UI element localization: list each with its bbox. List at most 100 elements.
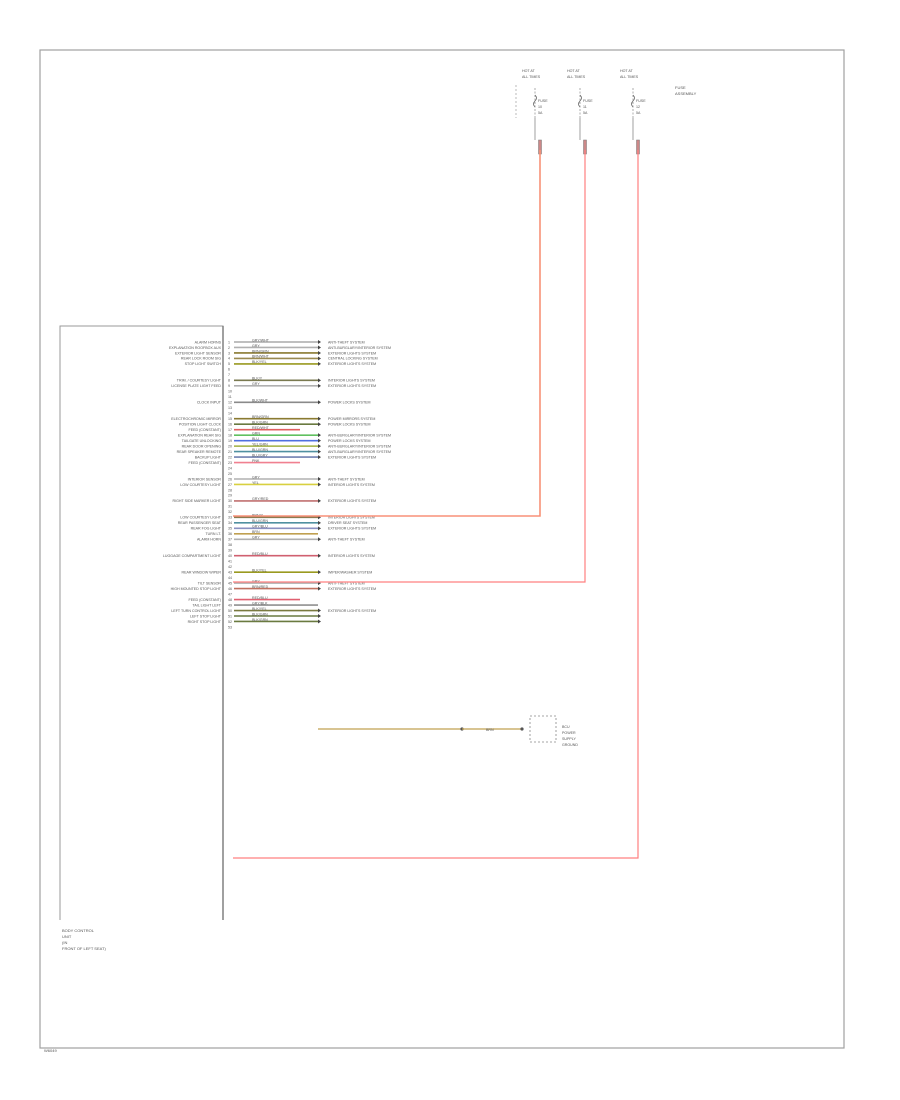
wire-color-label: BRN/GRN	[252, 349, 269, 353]
wire-color-label: BLK/WHT	[252, 399, 269, 403]
pin-number: 35	[228, 527, 232, 531]
fuse-label: FUSE	[636, 99, 646, 103]
pin-6: 6	[228, 368, 230, 372]
arrow-icon	[318, 619, 321, 624]
destination-label: ANTI-THEFT SYSTEM	[328, 538, 365, 542]
pin-number: 13	[228, 406, 232, 410]
pin-function-label: TURN LT.	[205, 532, 221, 536]
arrow-icon	[318, 608, 321, 613]
wire-color-label: BRN/GRN	[252, 415, 269, 419]
pin-number: 18	[228, 433, 232, 437]
pin-number: 50	[228, 609, 232, 613]
destination-label: DRIVER SEAT SYSTEM	[328, 521, 367, 525]
pin-number: 16	[228, 423, 232, 427]
pin-function-label: FEED (CONSTANT)	[189, 598, 221, 602]
pin-function-label: LUGGAGE COMPARTMENT LIGHT	[163, 554, 222, 558]
pin-function-label: LEFT TURN CONTROL LIGHT	[171, 609, 221, 613]
pin-7: 7	[228, 373, 230, 377]
fuse-icon	[533, 94, 537, 108]
module-label-2: UNIT	[62, 934, 72, 939]
arrow-icon	[318, 614, 321, 618]
fuse-amps: 5A	[636, 111, 641, 115]
feed-wires	[233, 150, 639, 859]
pin-function-label: STOP LIGHT SWITCH	[185, 362, 222, 366]
module-label-1: BODY CONTROL	[62, 928, 95, 933]
fuse-amps: 5A	[583, 111, 588, 115]
pin-39: 39	[228, 549, 232, 553]
destination-label: CENTRAL LOCKING SYSTEM	[328, 357, 378, 361]
destination-label: INTERIOR LIGHTS SYSTEM	[328, 483, 375, 487]
arrow-icon	[318, 537, 321, 542]
ground-circuit: BRN BCU POWER SUPPLY GROUND	[318, 715, 578, 747]
wire-color-label: BLK/YEL	[252, 607, 267, 611]
pin-number: 40	[228, 554, 232, 558]
destination-label: ANTI-BURGLARY/INTERIOR SYSTEM	[328, 450, 391, 454]
pin-function-label: REAR DOOR OPENING	[182, 444, 222, 448]
destination-label: ANTI-THEFT SYSTEM	[328, 477, 365, 481]
destination-label: POWER LOCKS SYSTEM	[328, 439, 371, 443]
pin-function-label: FEED (CONSTANT)	[189, 461, 221, 465]
pin-function-label: INTERIOR SENSOR	[188, 477, 222, 481]
wire-color-label: GRN	[252, 431, 260, 435]
pin-number: 43	[228, 570, 232, 574]
pin-42: 42	[228, 565, 232, 569]
wire-color-label: GRY	[252, 382, 260, 386]
fuse-hot-label: HOT AT	[522, 69, 535, 73]
pin-function-label: FEED (CONSTANT)	[189, 428, 221, 432]
pin-function-label: RIGHT STOP LIGHT	[188, 620, 222, 624]
pin-number: 24	[228, 466, 232, 470]
pin-number: 5	[228, 362, 230, 366]
fuse-number: 12	[636, 105, 640, 109]
arrow-icon	[318, 422, 321, 427]
pin-function-label: ELECTROCHROMIC MIRROR	[171, 417, 221, 421]
pin-31: 31	[228, 505, 232, 509]
pin-44: 44	[228, 576, 232, 580]
fuse-icon	[631, 94, 635, 108]
wire-color-label: BLU	[252, 437, 259, 441]
arrow-icon	[318, 444, 321, 449]
pin-function-label: POSITION LIGHT CLOCK	[179, 423, 222, 427]
wire-color-label: GRY	[252, 344, 260, 348]
pin-function-label: ALARM HORN	[197, 538, 221, 542]
pin-number: 39	[228, 549, 232, 553]
pin-11: 11	[228, 395, 232, 399]
wire-color-label: BLU/GRN	[252, 519, 268, 523]
pin-number: 11	[228, 395, 232, 399]
pin-number: 31	[228, 505, 232, 509]
destination-label: ANTI-BURGLARY/INTERIOR SYSTEM	[328, 444, 391, 448]
arrow-icon	[318, 438, 321, 443]
destination-label: INTERIOR LIGHTS SYSTEM	[328, 379, 375, 383]
wire-color-label: GRY	[252, 536, 260, 540]
pin-53: 53	[228, 625, 232, 629]
fuse-hot-label: HOT AT	[620, 69, 633, 73]
pin-number: 2	[228, 346, 230, 350]
pin-function-label: LOW COURTESY LIGHT	[180, 516, 221, 520]
pin-number: 34	[228, 521, 232, 525]
pin-function-label: TAIL LIGHT LEFT	[193, 603, 222, 607]
arrow-icon	[318, 433, 321, 438]
fuse-assembly-label-2: ASSEMBLY	[675, 91, 697, 96]
feed-wire-fuse-11	[233, 150, 586, 583]
pin-number: 27	[228, 483, 232, 487]
pin-function-label: ALARM HORNS	[195, 340, 222, 344]
destination-label: EXTERIOR LIGHTS SYSTEM	[328, 527, 376, 531]
arrow-icon	[318, 340, 321, 344]
pin-number: 12	[228, 401, 232, 405]
arrow-icon	[318, 383, 321, 388]
pin-number: 8	[228, 379, 230, 383]
pin-number: 46	[228, 587, 232, 591]
fuse-assembly-label-1: FUSE	[675, 85, 686, 90]
ground-label-3: SUPPLY	[562, 737, 577, 741]
